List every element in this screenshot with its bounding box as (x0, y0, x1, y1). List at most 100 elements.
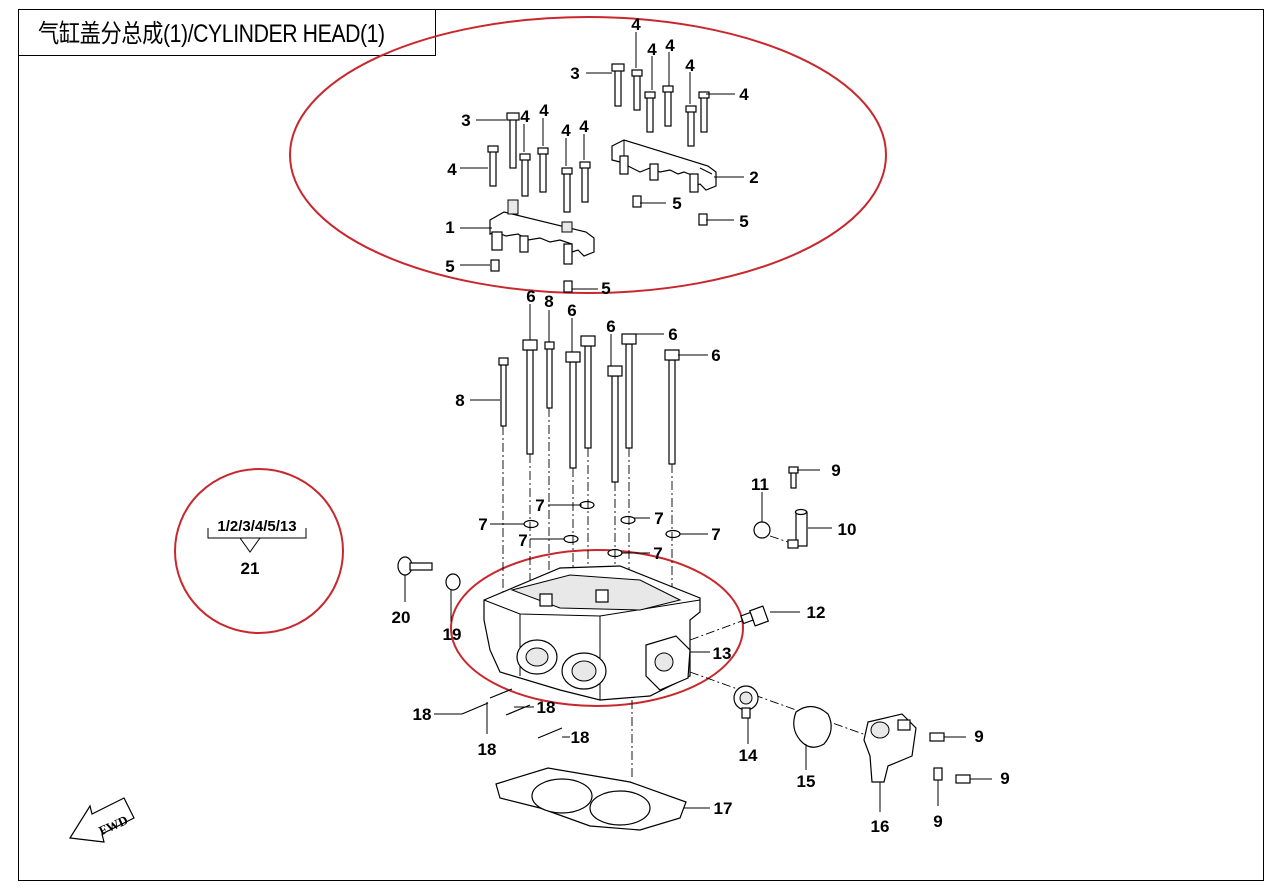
highlight-ellipse-cylinder-head (450, 549, 744, 707)
bolt-3b (614, 69, 622, 107)
kit-callout (207, 528, 307, 553)
bolt-4a (489, 149, 497, 187)
callout-label: 8 (544, 292, 553, 311)
seal-19 (445, 573, 461, 591)
page-title: 气缸盖分总成(1)/CYLINDER HEAD(1) (38, 20, 385, 48)
callout-label: 7 (535, 496, 544, 515)
bolt-6e (625, 343, 633, 449)
o-ring-11 (753, 521, 771, 539)
callout-label: 3 (461, 111, 470, 130)
callout-label: 10 (838, 520, 857, 539)
callout-label: 18 (413, 705, 432, 724)
highlight-ellipse-camshaft-caps (289, 16, 887, 294)
callout-label: 7 (711, 525, 720, 544)
callout-label: 18 (478, 740, 497, 759)
thermostat-14 (733, 685, 759, 719)
thermostat-housing-16 (863, 713, 917, 783)
bolt-9b (929, 732, 945, 742)
bolt-4h (664, 89, 672, 127)
gasket-15 (793, 705, 832, 748)
drawing-frame (18, 9, 1264, 881)
callout-label: 4 (539, 101, 549, 120)
callout-label: 5 (672, 194, 681, 213)
callout-label: 15 (797, 772, 816, 791)
dowel-5b (563, 280, 573, 293)
callout-label: 7 (518, 531, 527, 550)
kit-parts-label: 1/2/3/4/5/13 (217, 518, 296, 535)
callout-label: 13 (713, 644, 732, 663)
callout-label: 4 (520, 107, 530, 126)
bolt-4c (539, 151, 547, 193)
callout-label: 18 (571, 728, 590, 747)
kit-number-label: 21 (241, 559, 260, 578)
callout-label: 6 (668, 325, 677, 344)
callout-label: 5 (601, 279, 610, 298)
callout-labels: 4 4 4 3 4 4 3 4 4 4 4 4 2 5 5 1 5 5 6 8 … (392, 15, 1010, 836)
dowel-5c (632, 195, 642, 208)
leader-lines-mid (470, 304, 708, 554)
callout-label: 9 (933, 812, 942, 831)
callout-label: 1 (445, 218, 454, 237)
bolt-6c (584, 345, 592, 449)
callout-label: 4 (647, 40, 657, 59)
callout-label: 4 (665, 36, 675, 55)
callout-label: 8 (455, 391, 464, 410)
washers-7 (523, 500, 681, 558)
bolt-8a (500, 363, 507, 427)
callout-label: 18 (537, 698, 556, 717)
camshaft-cap-1 (489, 211, 595, 257)
bolt-9d (933, 767, 943, 781)
bolt-6a (526, 349, 534, 455)
dowel-5a (490, 259, 500, 272)
callout-label: 3 (570, 64, 579, 83)
callout-label: 9 (974, 727, 983, 746)
bolt-6b (569, 361, 577, 469)
temperature-sensor-12 (740, 605, 770, 627)
callout-label: 6 (606, 317, 615, 336)
callout-label: 4 (579, 117, 589, 136)
callout-label: 4 (685, 56, 695, 75)
bolt-4j (700, 95, 708, 133)
bolt-9c (955, 774, 971, 784)
callout-label: 16 (871, 817, 890, 836)
callout-label: 6 (711, 346, 720, 365)
callout-label: 9 (831, 461, 840, 480)
callout-label: 6 (567, 301, 576, 320)
bolt-4d (563, 171, 571, 213)
dashed-assembly-lines (502, 408, 881, 780)
bolt-4b (521, 157, 529, 197)
leader-lines-dowels (434, 702, 570, 738)
bolt-3a (509, 117, 517, 169)
callout-label: 5 (739, 212, 748, 231)
head-bolts (498, 333, 680, 483)
spark-plug-tube-20 (397, 556, 433, 576)
head-gasket-17 (495, 767, 687, 831)
title-box: 气缸盖分总成(1)/CYLINDER HEAD(1) (18, 9, 436, 56)
callout-label: 7 (478, 515, 487, 534)
callout-label: 11 (751, 475, 769, 494)
bolt-4i (687, 109, 695, 147)
bolt-6d (611, 375, 619, 483)
callout-label: 4 (447, 160, 457, 179)
highlight-circle-kit (174, 468, 344, 634)
bolt-9a (790, 471, 797, 489)
bolt-8b (546, 347, 553, 409)
callout-label: 4 (631, 15, 641, 34)
callout-label: 7 (654, 509, 663, 528)
callout-label: 4 (739, 85, 749, 104)
callout-label: 5 (445, 257, 454, 276)
callout-label: 4 (561, 121, 571, 140)
callout-label: 9 (1000, 769, 1009, 788)
callout-label: 14 (739, 746, 758, 765)
dowel-5d (698, 213, 708, 226)
leader-lines-top (460, 32, 744, 290)
callout-label: 12 (807, 603, 826, 622)
callout-label: 7 (653, 544, 662, 563)
bolt-4g (646, 95, 654, 133)
camshaft-cap-assembly (487, 63, 717, 293)
fwd-arrow: FWD (68, 797, 135, 843)
callout-label: 2 (749, 168, 758, 187)
cylinder-head (483, 565, 701, 701)
bolt-4e (581, 165, 589, 203)
